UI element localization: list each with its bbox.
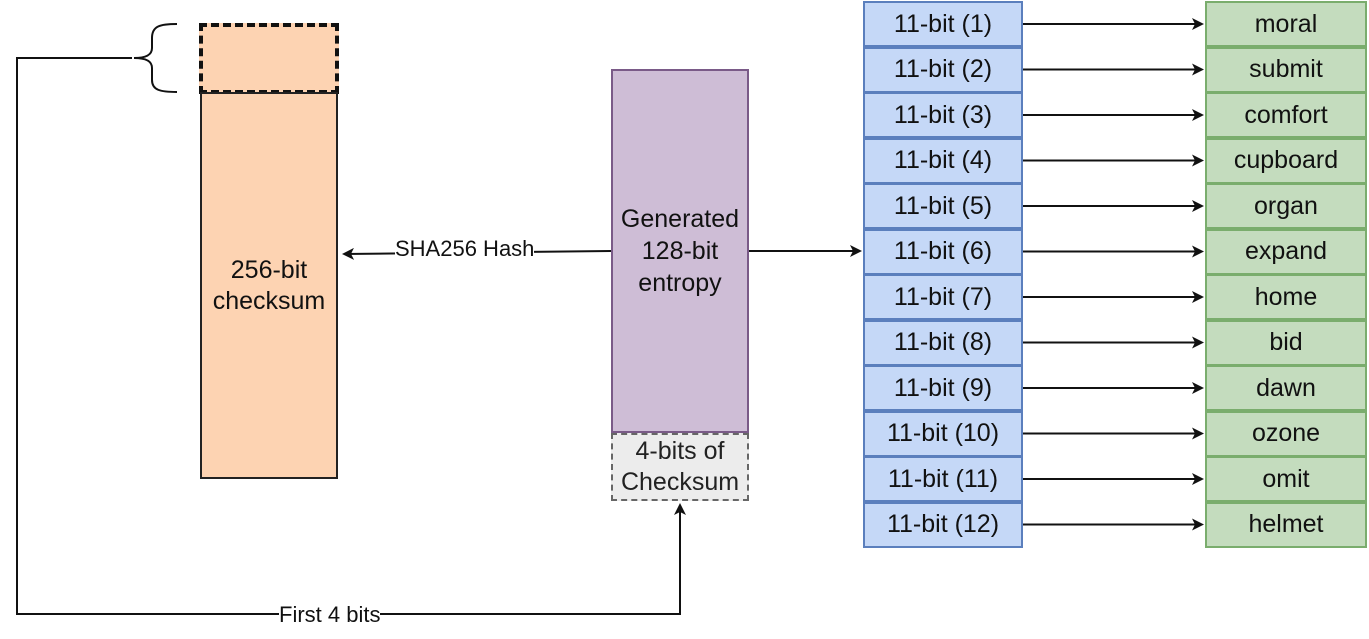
- bit-group-7: 11-bit (7): [863, 274, 1023, 320]
- word-4: cupboard: [1205, 137, 1367, 184]
- brace-icon: [133, 23, 178, 93]
- bit-group-2: 11-bit (2): [863, 46, 1023, 93]
- bit-group-6: 11-bit (6): [863, 228, 1023, 275]
- checksum-highlight: [199, 23, 339, 94]
- bit-group-4: 11-bit (4): [863, 137, 1023, 184]
- checksum-bits-label: 4-bits of Checksum: [620, 437, 740, 496]
- word-5: organ: [1205, 183, 1367, 229]
- checksum-label: 256-bit checksum: [212, 255, 326, 315]
- checksum-box: 256-bit checksum: [200, 92, 338, 479]
- bit-group-11: 11-bit (11): [863, 456, 1023, 502]
- word-2: submit: [1205, 46, 1367, 93]
- word-8: bid: [1205, 319, 1367, 366]
- checksum-bits-box: 4-bits of Checksum: [611, 433, 749, 501]
- first-bits-connector: [16, 57, 686, 615]
- hash-label: SHA256 Hash: [395, 236, 535, 261]
- word-3: comfort: [1205, 92, 1367, 138]
- word-11: omit: [1205, 456, 1367, 502]
- bit-group-12: 11-bit (12): [863, 501, 1023, 548]
- bit-group-1: 11-bit (1): [863, 1, 1023, 47]
- word-7: home: [1205, 274, 1367, 320]
- bit-group-5: 11-bit (5): [863, 183, 1023, 229]
- word-1: moral: [1205, 1, 1367, 47]
- entropy-box: Generated 128-bit entropy: [611, 69, 749, 433]
- bit-group-9: 11-bit (9): [863, 365, 1023, 411]
- row-arrows: [1023, 18, 1204, 531]
- word-6: expand: [1205, 228, 1367, 275]
- word-9: dawn: [1205, 365, 1367, 411]
- entropy-label: Generated 128-bit entropy: [620, 205, 740, 297]
- bit-group-8: 11-bit (8): [863, 319, 1023, 366]
- word-10: ozone: [1205, 410, 1367, 457]
- bit-group-3: 11-bit (3): [863, 92, 1023, 138]
- word-12: helmet: [1205, 501, 1367, 548]
- bit-group-10: 11-bit (10): [863, 410, 1023, 457]
- first-bits-label: First 4 bits: [279, 602, 381, 627]
